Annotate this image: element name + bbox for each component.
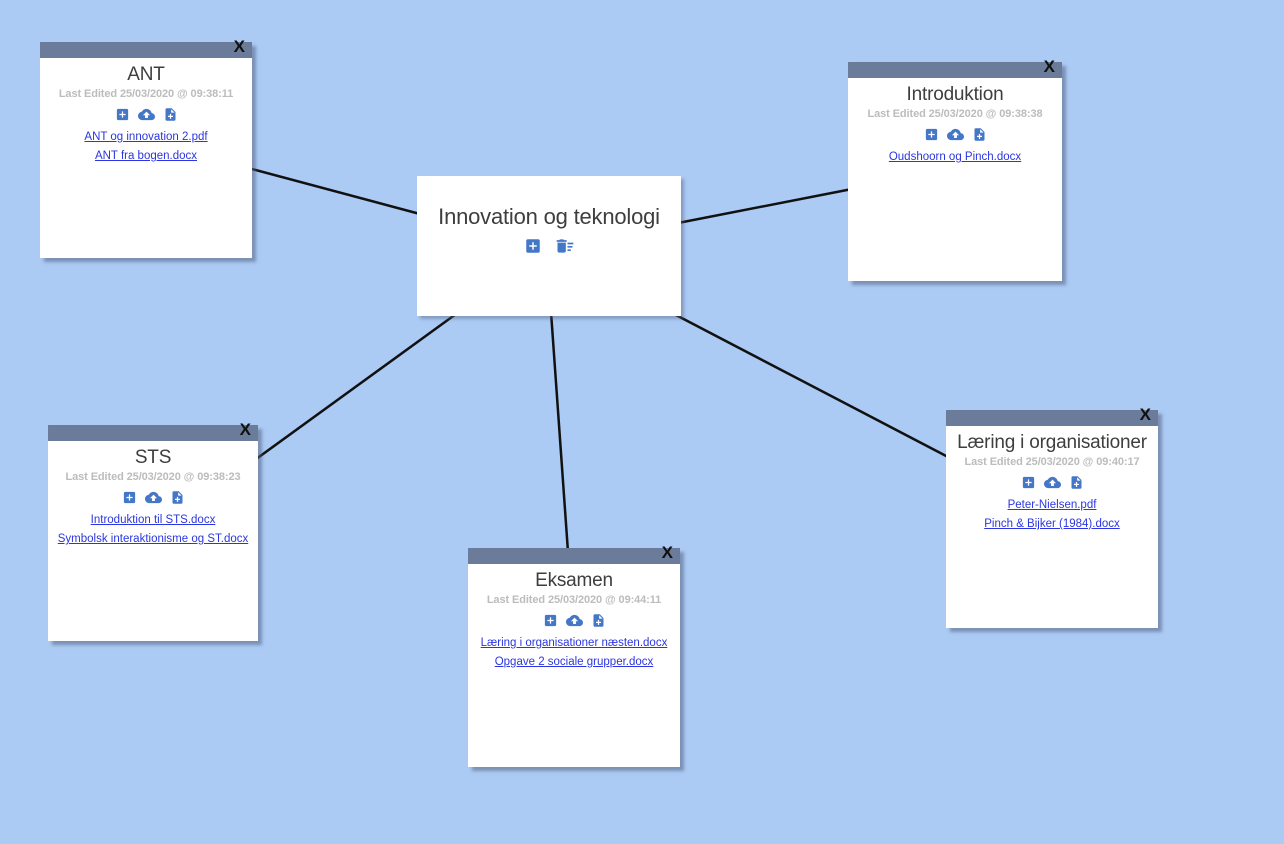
- document-link[interactable]: Oudshoorn og Pinch.docx: [888, 151, 1022, 163]
- card-sts[interactable]: X STS Last Edited 25/03/2020 @ 09:38:23 …: [48, 420, 258, 641]
- add-box-icon[interactable]: [543, 613, 558, 628]
- close-icon[interactable]: X: [1043, 57, 1055, 76]
- add-box-icon[interactable]: [924, 127, 939, 142]
- delete-sweep-icon[interactable]: [555, 236, 575, 261]
- close-icon[interactable]: X: [239, 420, 251, 439]
- document-link[interactable]: Læring i organisationer næsten.docx: [480, 637, 668, 649]
- document-link[interactable]: Introduktion til STS.docx: [90, 514, 216, 526]
- cloud-upload-icon[interactable]: [946, 126, 964, 143]
- card-title: ANT: [127, 64, 165, 85]
- connector-line: [677, 187, 853, 225]
- note-add-icon[interactable]: [972, 127, 987, 142]
- center-node[interactable]: Innovation og teknologi: [417, 176, 681, 316]
- document-link[interactable]: Opgave 2 sociale grupper.docx: [494, 656, 654, 668]
- document-link[interactable]: Pinch & Bijker (1984).docx: [984, 518, 1120, 530]
- card-eksamen[interactable]: X Eksamen Last Edited 25/03/2020 @ 09:44…: [468, 543, 680, 767]
- card-header[interactable]: X: [40, 37, 252, 58]
- last-edited-label: Last Edited 25/03/2020 @ 09:40:17: [964, 456, 1140, 468]
- note-add-icon[interactable]: [163, 107, 178, 122]
- close-icon[interactable]: X: [233, 37, 245, 56]
- connector-line: [549, 311, 570, 553]
- cloud-upload-icon[interactable]: [144, 489, 162, 506]
- card-ant[interactable]: X ANT Last Edited 25/03/2020 @ 09:38:11 …: [40, 37, 252, 258]
- connector-line: [247, 166, 421, 216]
- cloud-upload-icon[interactable]: [137, 106, 155, 123]
- card-header[interactable]: X: [946, 405, 1158, 426]
- card-header[interactable]: X: [48, 420, 258, 441]
- add-box-icon[interactable]: [115, 107, 130, 122]
- document-link[interactable]: ANT fra bogen.docx: [94, 150, 198, 162]
- card-introduktion[interactable]: X Introduktion Last Edited 25/03/2020 @ …: [848, 57, 1062, 281]
- connector-line: [251, 312, 457, 464]
- last-edited-label: Last Edited 25/03/2020 @ 09:44:11: [486, 594, 662, 606]
- add-box-icon[interactable]: [122, 490, 137, 505]
- card-header[interactable]: X: [468, 543, 680, 564]
- document-link[interactable]: Symbolsk interaktionisme og ST.docx: [57, 533, 249, 545]
- last-edited-label: Last Edited 25/03/2020 @ 09:38:23: [65, 471, 241, 483]
- add-box-icon[interactable]: [1021, 475, 1036, 490]
- card-header[interactable]: X: [848, 57, 1062, 78]
- connector-line: [673, 312, 951, 460]
- add-box-icon[interactable]: [524, 237, 542, 260]
- card-laering-i-organisationer[interactable]: X Læring i organisationer Last Edited 25…: [946, 405, 1158, 628]
- card-title: Eksamen: [535, 570, 613, 591]
- document-link[interactable]: ANT og innovation 2.pdf: [84, 131, 208, 143]
- last-edited-label: Last Edited 25/03/2020 @ 09:38:38: [867, 108, 1043, 120]
- card-title: STS: [134, 447, 172, 468]
- card-title: Introduktion: [906, 84, 1004, 105]
- note-add-icon[interactable]: [1069, 475, 1084, 490]
- close-icon[interactable]: X: [661, 543, 673, 562]
- note-add-icon[interactable]: [591, 613, 606, 628]
- cloud-upload-icon[interactable]: [565, 612, 583, 629]
- last-edited-label: Last Edited 25/03/2020 @ 09:38:11: [58, 88, 234, 100]
- note-add-icon[interactable]: [170, 490, 185, 505]
- close-icon[interactable]: X: [1139, 405, 1151, 424]
- cloud-upload-icon[interactable]: [1043, 474, 1061, 491]
- document-link[interactable]: Peter-Nielsen.pdf: [1007, 499, 1097, 511]
- card-title: Læring i organisationer: [957, 432, 1147, 453]
- center-node-title: Innovation og teknologi: [438, 204, 660, 229]
